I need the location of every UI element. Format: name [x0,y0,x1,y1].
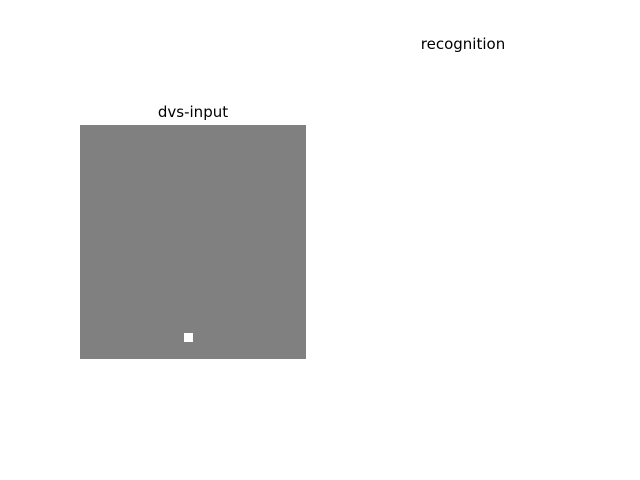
dvs-input-image [80,125,306,359]
recognition-title: recognition [420,35,506,53]
dvs-input-title: dvs-input [157,103,229,121]
dvs-event-pixel [184,333,193,342]
